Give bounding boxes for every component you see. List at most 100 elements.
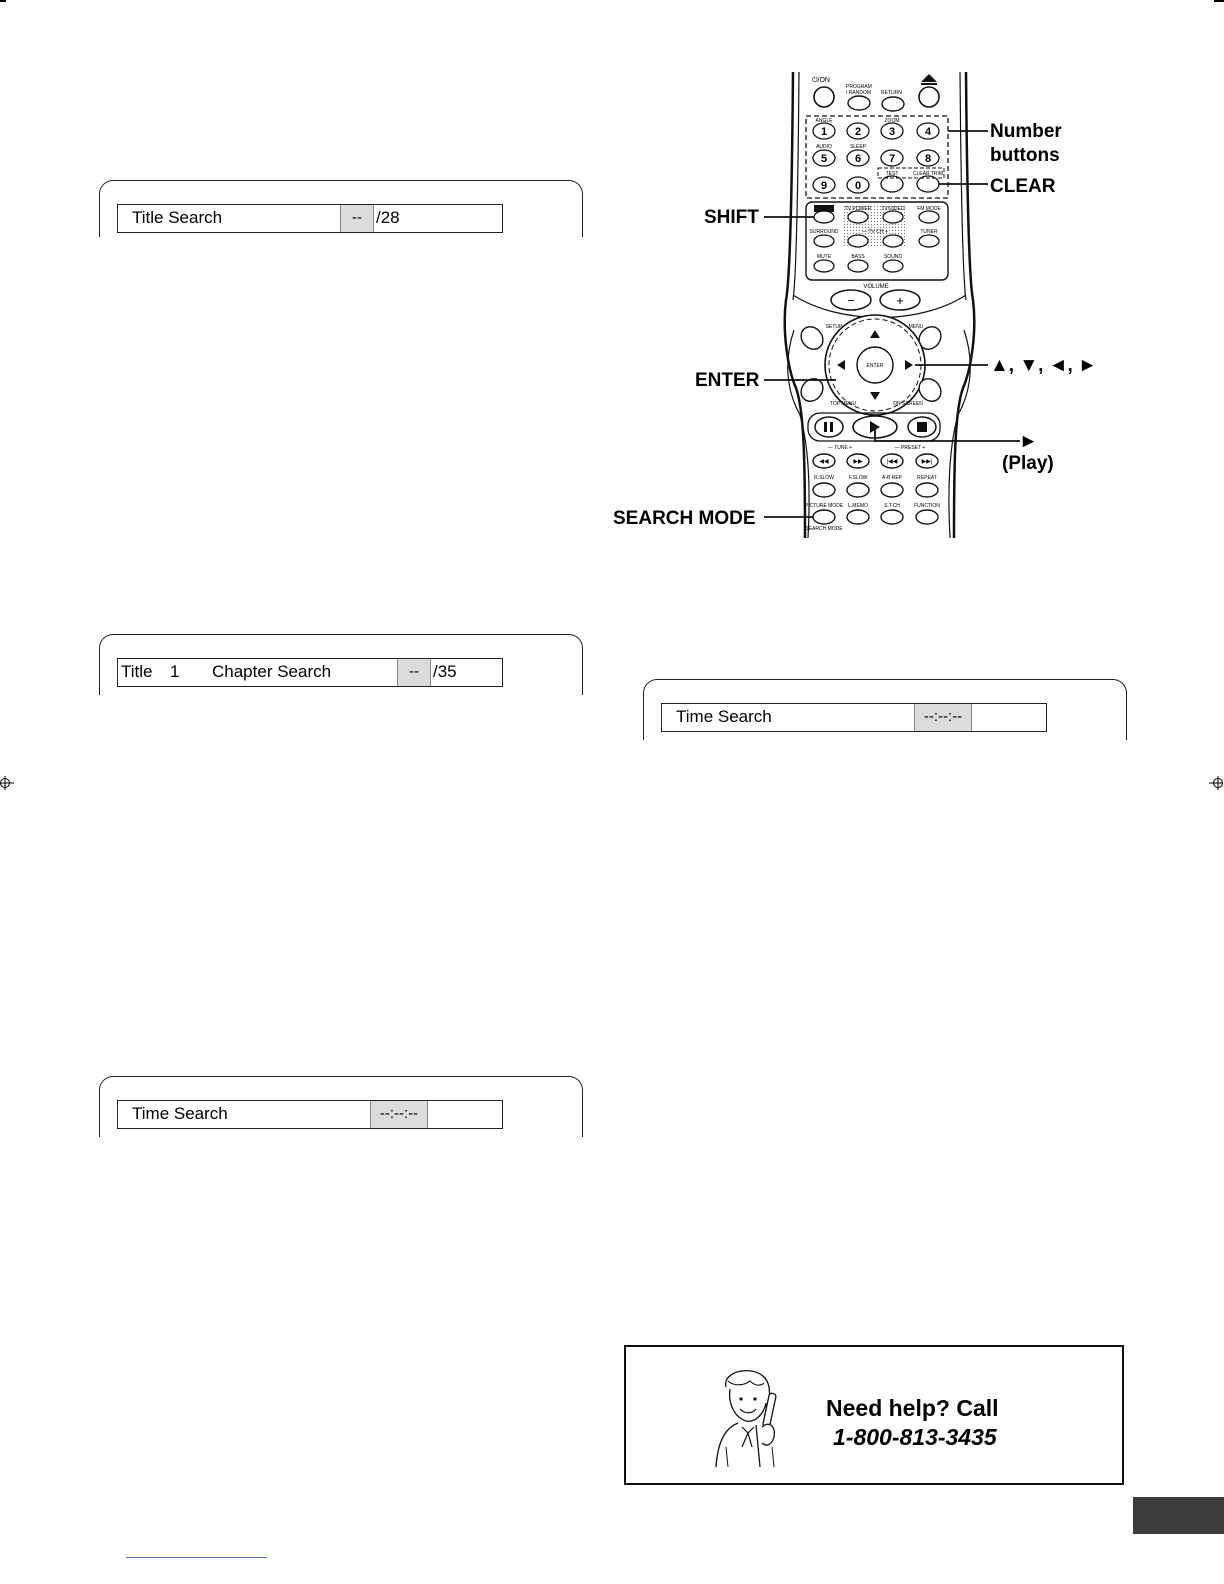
svg-text:TOP MENU: TOP MENU <box>830 401 857 407</box>
number-buttons-callout-line2: buttons <box>990 145 1060 166</box>
svg-text:SEARCH MODE: SEARCH MODE <box>805 526 843 532</box>
time-search-label-right: Time Search <box>676 707 772 726</box>
svg-text:PICTURE MODE: PICTURE MODE <box>805 503 844 509</box>
help-phone: 1-800-813-3435 <box>833 1424 997 1450</box>
svg-text:5: 5 <box>821 153 827 165</box>
svg-text:— PRESET +: — PRESET + <box>895 445 926 451</box>
time-search-bar-right: Time Search --:--:-- <box>661 703 1047 732</box>
svg-text:CLEAR TRIM: CLEAR TRIM <box>913 171 943 177</box>
svg-text:AUDIO: AUDIO <box>816 144 832 150</box>
chapter-search-field: -- <box>397 659 431 686</box>
time-search-screen-left: Time Search --:--:-- <box>99 1076 583 1137</box>
shift-callout: SHIFT <box>704 207 759 228</box>
svg-text:— TV CH +: — TV CH + <box>862 229 888 235</box>
power-label: ⏻/ON <box>812 76 830 84</box>
chapter-search-bar: Title 1 Chapter Search -- /35 <box>117 658 503 687</box>
svg-text:◀◀: ◀◀ <box>819 459 829 465</box>
svg-text:MENU: MENU <box>909 324 924 330</box>
support-agent-icon <box>715 1370 777 1468</box>
title-search-field: -- <box>340 205 374 232</box>
time-search-field-right: --:--:-- <box>914 704 972 731</box>
svg-text:TUNER: TUNER <box>920 229 938 235</box>
page-tab <box>1133 1497 1224 1534</box>
clear-callout: CLEAR <box>990 176 1056 197</box>
play-symbol-callout: ► <box>1019 431 1038 452</box>
svg-text:REPEAT: REPEAT <box>917 475 937 481</box>
svg-text:▶▶|: ▶▶| <box>922 459 933 465</box>
svg-text:BASS: BASS <box>851 254 865 260</box>
svg-text:ANGLE: ANGLE <box>816 118 834 124</box>
enter-button <box>856 346 894 384</box>
time-search-screen-right: Time Search --:--:-- <box>643 679 1127 740</box>
svg-text:7: 7 <box>889 153 895 165</box>
chapter-search-label: Chapter Search <box>212 662 332 681</box>
svg-text:|◀◀: |◀◀ <box>887 459 898 465</box>
svg-text:L.MEMO: L.MEMO <box>848 503 868 509</box>
svg-text:0: 0 <box>855 180 861 192</box>
registration-mark-left-icon <box>0 776 14 790</box>
svg-text:— TUNE +: — TUNE + <box>828 445 852 451</box>
svg-text:RETURN: RETURN <box>881 90 902 96</box>
remote-control-illustration: ⏻/ON PROGRAM / RANDOM RETURN ANGLE ZOOM … <box>764 71 1020 539</box>
title-search-bar: Title Search -- /28 <box>117 204 503 233</box>
chapter-search-title-number: 1 <box>170 662 180 681</box>
title-search-label: Title Search <box>132 208 223 227</box>
svg-text:/ RANDOM: / RANDOM <box>846 90 871 96</box>
svg-text:S.T.CH: S.T.CH <box>884 503 900 509</box>
title-search-screen: Title Search -- /28 <box>99 180 583 237</box>
help-title: Need help? Call <box>826 1395 999 1421</box>
search-mode-button <box>812 509 836 525</box>
svg-text:ZOOM: ZOOM <box>885 118 900 124</box>
svg-text:SURROUND: SURROUND <box>810 229 839 235</box>
number-buttons-callout: Number buttons <box>990 120 1062 168</box>
svg-text:9: 9 <box>821 180 827 192</box>
svg-text:▶▶: ▶▶ <box>853 459 863 465</box>
footer-line <box>126 1557 267 1558</box>
power-button <box>813 86 835 108</box>
crop-mark-top-right <box>1214 0 1224 2</box>
svg-text:−: − <box>847 293 855 308</box>
svg-text:FM MODE: FM MODE <box>917 206 941 212</box>
chapter-search-screen: Title 1 Chapter Search -- /35 <box>99 634 583 695</box>
svg-text:4: 4 <box>925 126 932 138</box>
crop-mark-top-left <box>0 0 6 2</box>
time-search-bar-left: Time Search --:--:-- <box>117 1100 503 1129</box>
enter-callout: ENTER <box>695 370 760 391</box>
return-button <box>881 96 905 112</box>
svg-text:ENTER: ENTER <box>867 363 884 369</box>
help-box: Need help? Call 1-800-813-3435 <box>624 1345 1124 1485</box>
svg-text:TV/VIDEO: TV/VIDEO <box>881 206 904 212</box>
shift-button <box>813 210 835 224</box>
svg-text:FUNCTION: FUNCTION <box>914 503 940 509</box>
search-mode-callout: SEARCH MODE <box>613 508 756 529</box>
svg-text:TV POWER: TV POWER <box>845 206 872 212</box>
program-button <box>847 95 871 111</box>
svg-text:1: 1 <box>821 126 827 138</box>
svg-text:+: + <box>896 293 904 308</box>
chapter-search-total: /35 <box>433 662 457 681</box>
svg-text:8: 8 <box>925 153 931 165</box>
svg-text:3: 3 <box>889 126 895 138</box>
svg-text:A-B REP: A-B REP <box>882 475 903 481</box>
svg-text:SLEEP: SLEEP <box>850 144 867 150</box>
svg-text:SOUND: SOUND <box>884 254 902 260</box>
title-search-total: /28 <box>376 208 400 227</box>
svg-text:R.SLOW: R.SLOW <box>814 475 834 481</box>
svg-text:2: 2 <box>855 126 861 138</box>
eject-button <box>918 86 940 108</box>
time-search-field-left: --:--:-- <box>370 1101 428 1128</box>
chapter-search-title-label: Title <box>121 662 153 681</box>
svg-text:ON SCREEN: ON SCREEN <box>893 401 923 407</box>
arrows-callout: ▲, ▼, ◄, ► <box>990 355 1097 376</box>
svg-text:MUTE: MUTE <box>817 254 832 260</box>
svg-text:6: 6 <box>855 153 861 165</box>
time-search-label-left: Time Search <box>132 1104 228 1123</box>
play-callout: (Play) <box>1002 453 1054 474</box>
svg-text:TEST: TEST <box>886 171 899 177</box>
svg-text:F.SLOW: F.SLOW <box>849 475 868 481</box>
number-buttons-callout-line1: Number <box>990 121 1062 142</box>
registration-mark-right-icon <box>1209 776 1223 790</box>
svg-text:VOLUME: VOLUME <box>863 284 888 290</box>
svg-text:SETUP: SETUP <box>826 324 843 330</box>
svg-text:PROGRAM: PROGRAM <box>846 84 872 90</box>
